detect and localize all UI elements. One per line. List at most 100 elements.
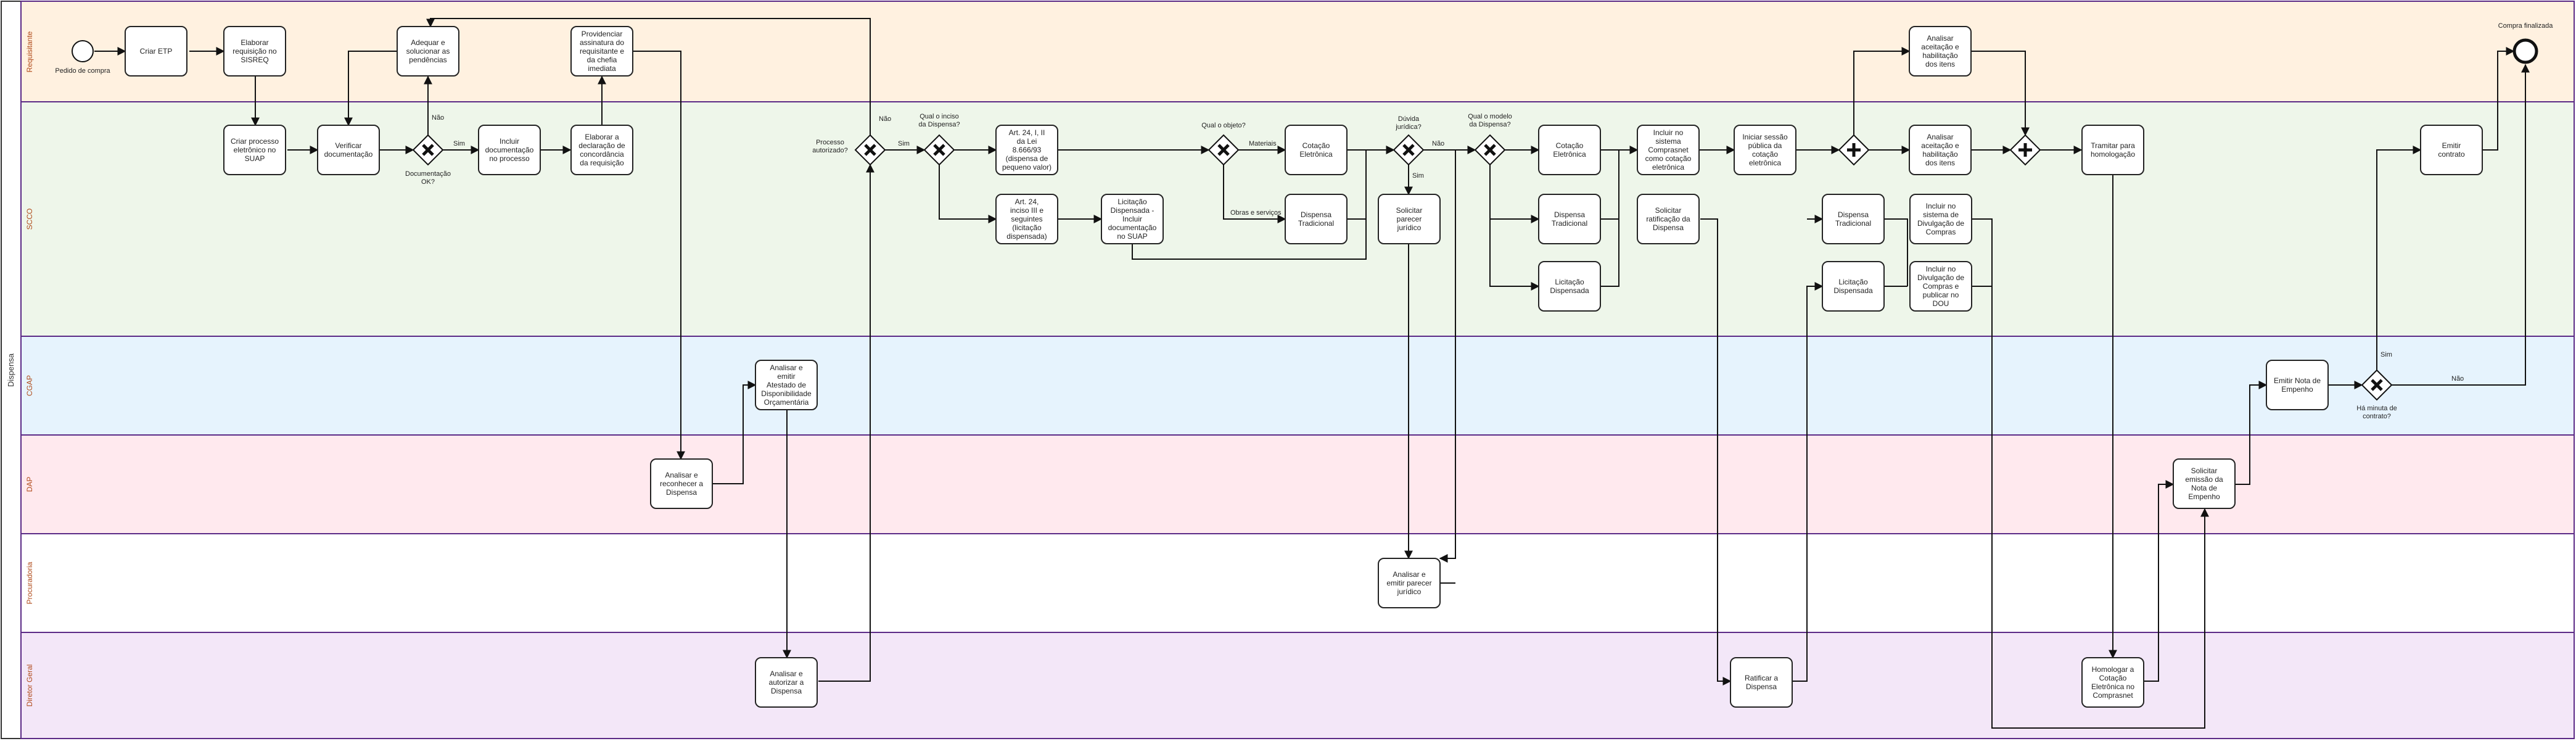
lane-label: DAP [25, 477, 34, 492]
exclusive-x-icon [933, 144, 945, 156]
end-event[interactable]: Compra finalizada [2498, 22, 2554, 64]
lane-label: Diretor Geral [25, 664, 34, 707]
flow-label-sim: Sim [453, 140, 465, 147]
parallel-gateway[interactable] [1838, 134, 1870, 166]
lane-label: Procuradoria [25, 561, 34, 604]
flow-label-sim: Sim [898, 140, 910, 147]
pool-label: Dispensa [6, 353, 15, 387]
exclusive-x-icon [1217, 144, 1230, 156]
exclusive-x-icon [422, 144, 434, 156]
exclusive-x-icon [2371, 379, 2383, 391]
lane-diretor: Diretor Geral [20, 632, 2575, 739]
task-label: Criar ETP [140, 47, 173, 56]
flow-label-materiais: Materiais [1249, 140, 1277, 147]
parallel-plus-icon [1847, 143, 1861, 157]
flow-label-sim: Sim [2381, 351, 2392, 358]
start-event-label: Pedido de compra [55, 67, 110, 75]
exclusive-x-icon [1484, 144, 1496, 156]
lane-procuradoria: Procuradoria [20, 533, 2575, 633]
gateway-objeto[interactable]: Qual o objeto? [1201, 122, 1246, 166]
exclusive-x-icon [864, 144, 876, 156]
gateway-label: Qual o objeto? [1201, 122, 1246, 130]
start-event[interactable]: Pedido de compra [55, 40, 111, 75]
parallel-plus-icon [2018, 143, 2032, 157]
flow-label-sim: Sim [1412, 172, 1424, 180]
lane-label: Requisitante [25, 31, 34, 72]
task-criar-etp[interactable]: Criar ETP [125, 26, 187, 77]
lane-label: SCCO [25, 209, 34, 230]
parallel-gateway[interactable] [2009, 134, 2041, 166]
lane-cgap: CGAP [20, 336, 2575, 436]
flow-label-nao: Não [432, 114, 444, 122]
